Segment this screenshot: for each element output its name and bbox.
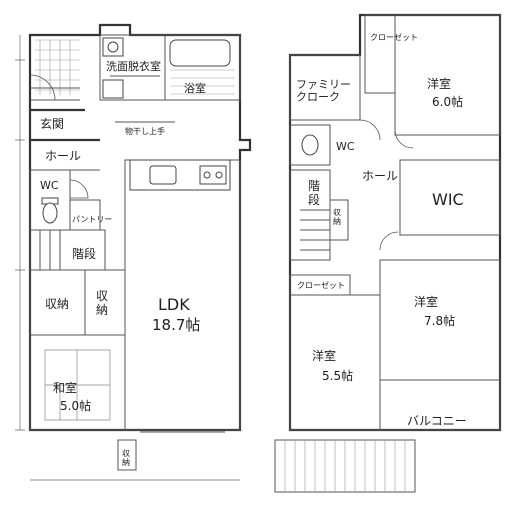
western-c-room <box>289 294 381 431</box>
floor2-storage-room <box>329 199 349 241</box>
drying-rack-label: 物干し上手 <box>125 126 165 136</box>
hall-label: ホール <box>45 149 81 163</box>
floor2-plan: クローゼット ファミリークローク 洋室 6.0帖 WC 階段 ホール 収納 WI… <box>274 13 502 493</box>
washitsu-size-label: 5.0帖 <box>60 398 91 413</box>
family-cloak-label: ファミリークローク <box>296 78 351 104</box>
washing-machine <box>102 79 124 99</box>
floor2-door-1 <box>359 119 381 141</box>
entrance-tile <box>35 39 80 95</box>
ldk-label: LDK <box>158 295 190 314</box>
floor2-stairs-label: 階段 <box>308 178 320 207</box>
closet-top-room <box>364 14 396 94</box>
balcony-area <box>379 379 501 431</box>
wc-door <box>69 179 89 199</box>
western-a-size-label: 6.0帖 <box>432 94 463 109</box>
family-cloak-room <box>289 54 361 121</box>
stove <box>199 165 227 185</box>
ldk-size-label: 18.7帖 <box>152 316 200 334</box>
floor2-wc-room <box>289 124 331 166</box>
wic-room <box>399 159 501 236</box>
pantry-label: パントリー <box>72 215 112 224</box>
floor2-toilet-icon <box>301 134 319 156</box>
western-a-room <box>394 14 501 136</box>
burner-icon <box>203 171 211 179</box>
closet-mid-label: クローゼット <box>297 280 345 290</box>
storage-small-room <box>117 439 137 471</box>
entrance-door <box>29 74 56 101</box>
entrance-label: 玄関 <box>40 116 64 131</box>
burner-icon-2 <box>215 171 223 179</box>
deck <box>274 439 416 493</box>
floor2-storage-label: 収納 <box>333 207 341 226</box>
wc-label: WC <box>40 179 59 192</box>
closet-top-label: クローゼット <box>370 32 418 42</box>
floor2-wc-label: WC <box>336 140 355 153</box>
kitchen-sink <box>149 165 177 185</box>
sink-icon <box>107 41 119 53</box>
western-c-size-label: 5.5帖 <box>322 368 353 383</box>
storage-right-label: 収納 <box>96 289 108 317</box>
floor2-door-2 <box>394 129 414 149</box>
western-c-label: 洋室 <box>312 348 336 363</box>
floor2-door-3 <box>379 231 399 251</box>
storage-left-label: 収納 <box>45 297 69 311</box>
wic-label: WIC <box>432 190 464 209</box>
bath-label: 浴室 <box>184 81 206 95</box>
washitsu-label: 和室 <box>53 380 77 395</box>
balcony-label: バルコニー <box>407 414 467 428</box>
stairs-label: 階段 <box>72 246 96 261</box>
storage-small-label: 収納 <box>122 448 130 467</box>
floor2-hall-label: ホール <box>362 169 398 183</box>
floor1-plan: 洗面脱衣室 浴室 玄関 ホール WC パントリー 階段 収納 収納 物干し上手 … <box>15 23 252 481</box>
toilet-icon <box>42 202 58 224</box>
washroom-label: 洗面脱衣室 <box>106 59 161 73</box>
washitsu-room <box>29 334 126 431</box>
floor1-dimension-lines <box>15 35 240 481</box>
bathtub <box>169 39 231 67</box>
western-a-label: 洋室 <box>427 76 451 91</box>
bath-room <box>164 34 241 101</box>
western-b-label: 洋室 <box>414 294 438 309</box>
western-b-size-label: 7.8帖 <box>424 313 455 328</box>
